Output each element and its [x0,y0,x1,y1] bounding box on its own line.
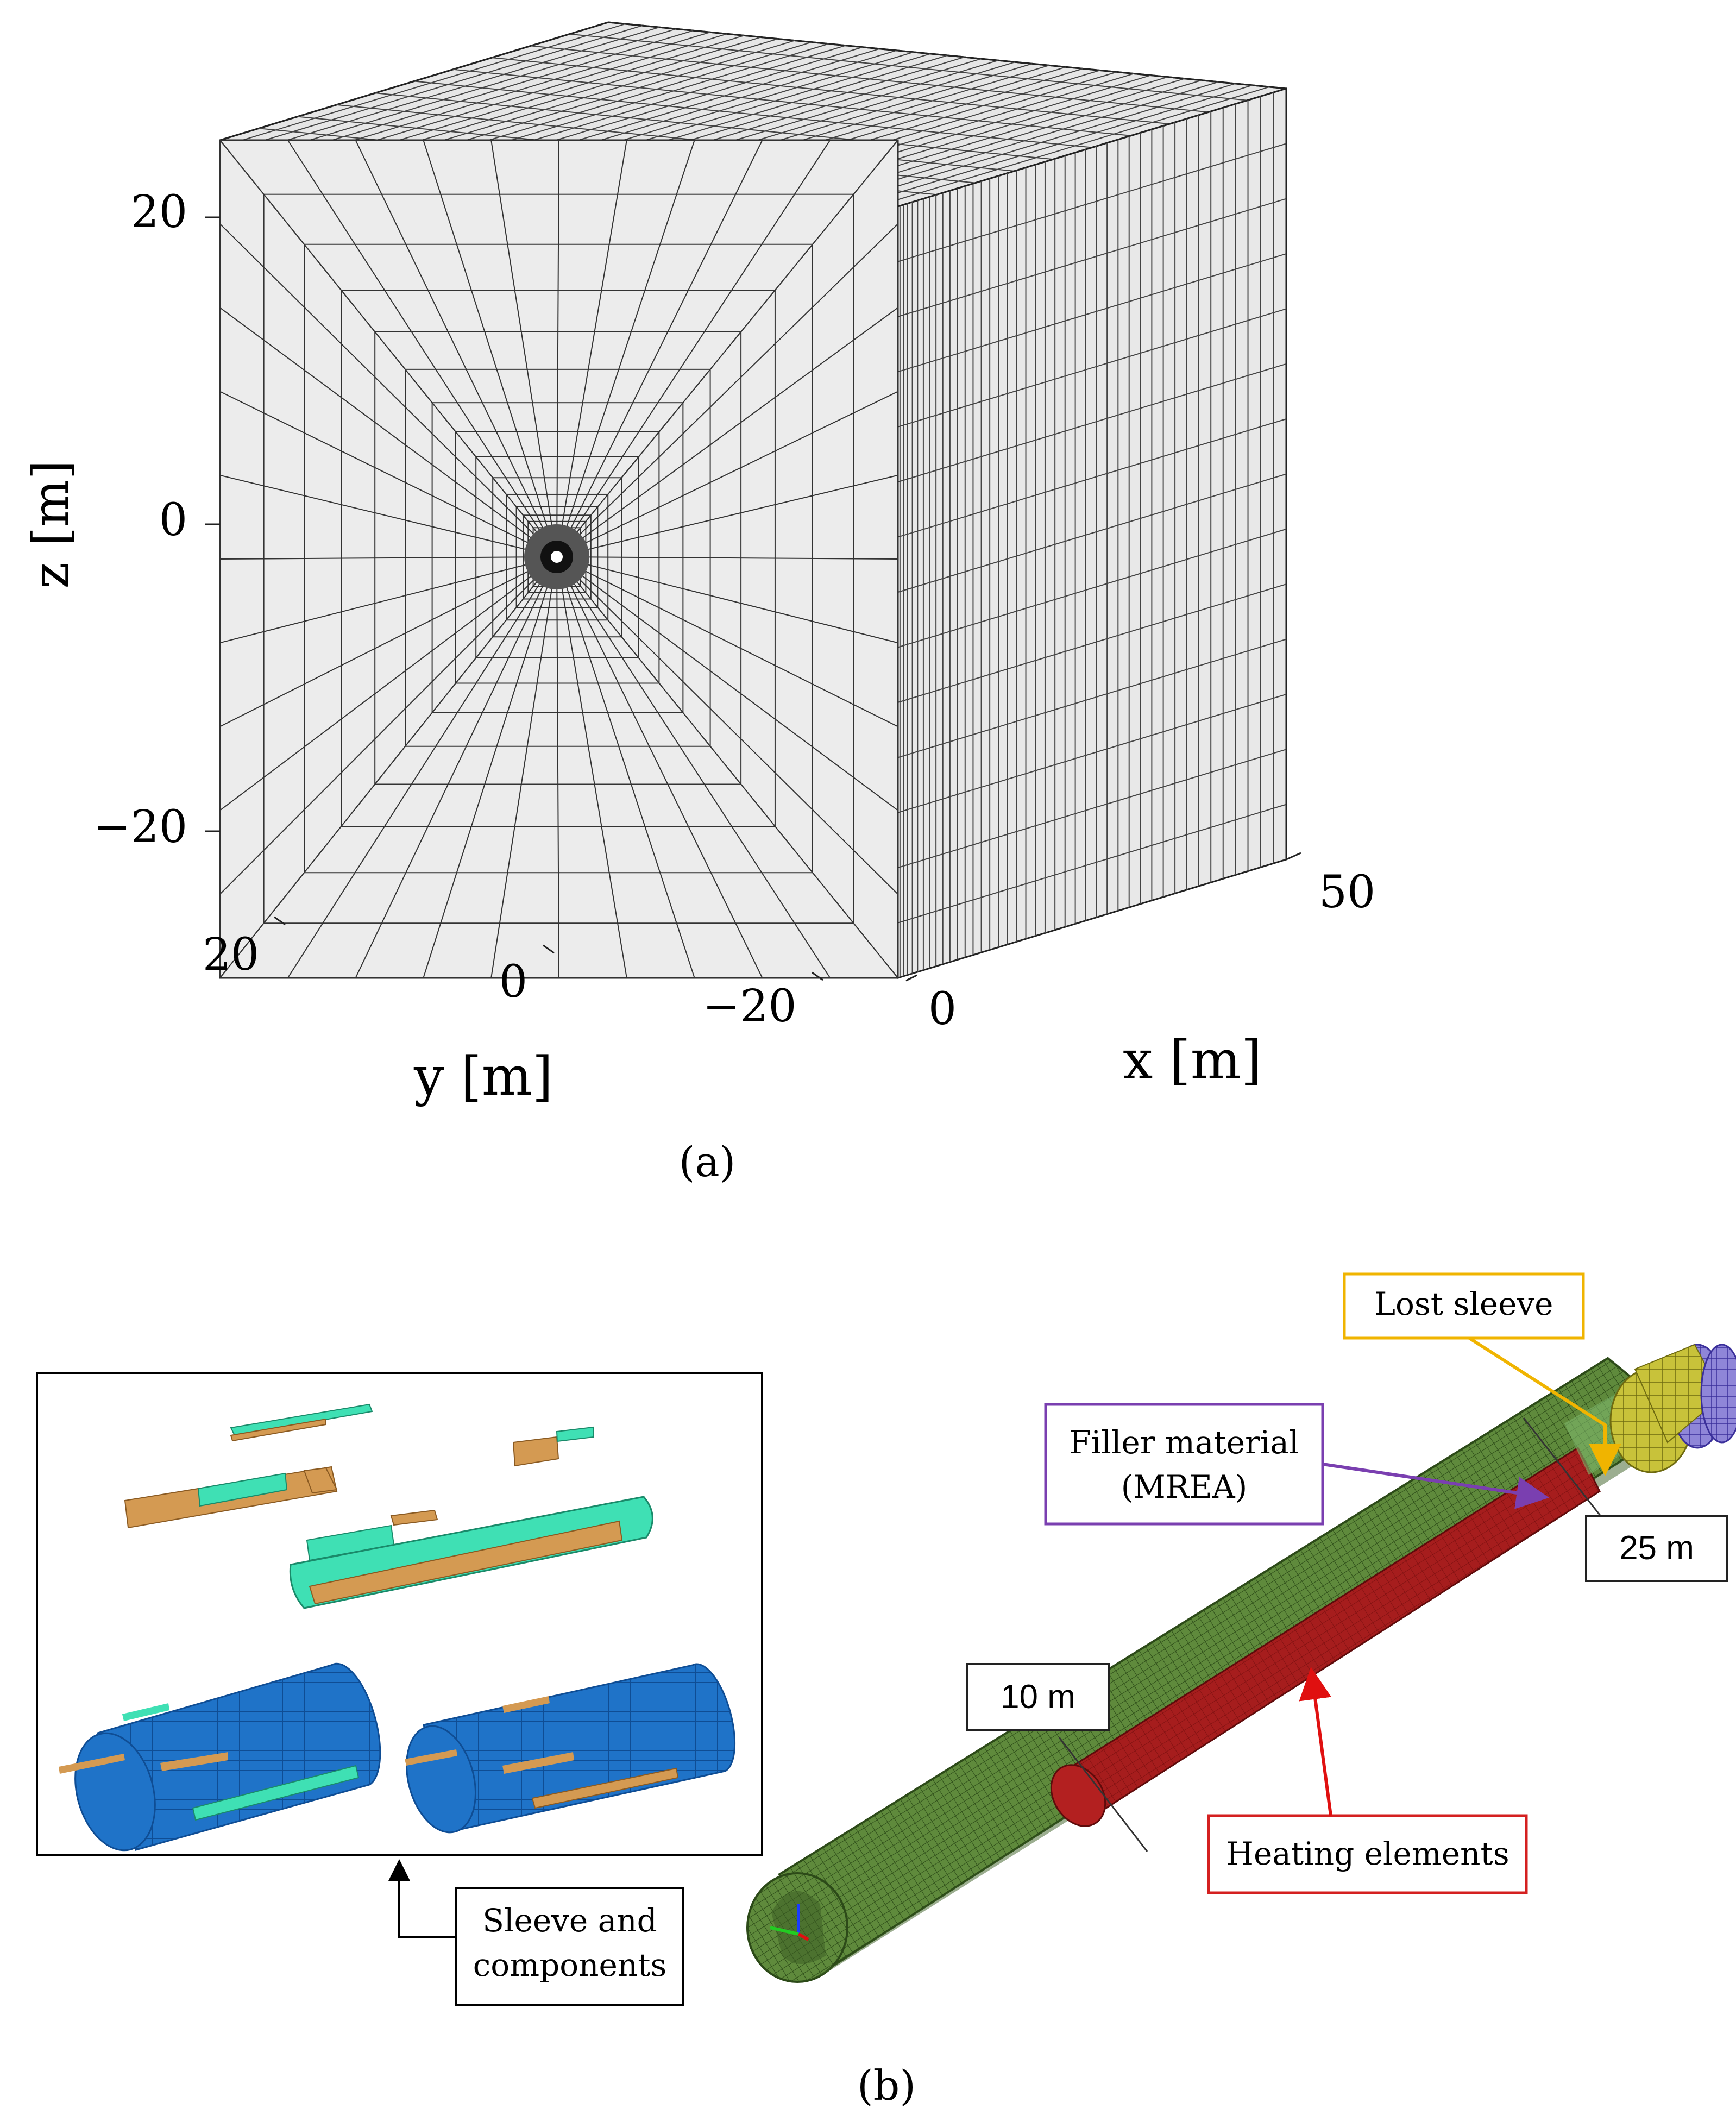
y-tick-0: 0 [499,956,527,1008]
y-axis-label: y [m] [413,1046,553,1108]
filler-material-arrow [1322,1463,1549,1509]
y-axis: 20 0 −20 y [m] [203,916,823,1108]
sleeve-components-label-line2: components [473,1947,667,1984]
x-tick-0: 0 [928,983,957,1035]
sleeve-components-arrow [388,1859,456,1938]
heating-elements-body [1050,1446,1601,1827]
x-tick-50: 50 [1319,867,1375,918]
heating-elements-arrow [1299,1667,1332,1816]
x-axis: 0 50 x [m] [905,852,1375,1091]
distance-10m-label: 10 m [1001,1678,1075,1716]
component-parts [59,1403,736,1852]
sleeve-cylinder-2 [405,1663,736,1834]
panel-b: Lost sleeve Filler material (MREA) 25 m … [36,1272,1736,2110]
distance-25m-label: 25 m [1619,1529,1694,1567]
filler-material-label-line1: Filler material [1070,1424,1299,1461]
heating-elements-box [1207,1814,1528,1894]
lost-sleeve-arrow [1468,1336,1621,1476]
panel-a-caption: (a) [679,1138,736,1186]
sleeve-components-box [455,1887,684,2006]
heating-elements-label: Heating elements [1226,1835,1509,1872]
panel-a: 20 0 −20 z [m] 20 0 −20 y [m] 0 50 x [m]… [22,21,1375,1186]
z-axis: 20 0 −20 z [m] [22,186,220,853]
lost-sleeve-box [1343,1272,1585,1340]
borehole-hole [551,551,563,563]
lost-sleeve-label: Lost sleeve [1375,1285,1553,1322]
y-tick-minus20: −20 [702,981,796,1032]
lost-sleeve-end [1609,1344,1736,1473]
distance-10m-box [966,1663,1110,1731]
panel-b-caption: (b) [857,2061,916,2110]
distance-25m-box [1585,1515,1728,1582]
y-tick-20: 20 [203,929,259,981]
borehole-model [746,1344,1736,1983]
filler-material-box [1044,1403,1324,1526]
axis-triad-icon [770,1904,809,1941]
sleeve-components-label-line1: Sleeve and [482,1902,657,1939]
filler-material-label-line2: (MREA) [1121,1468,1248,1505]
z-tick-minus20: −20 [93,801,187,853]
right-face-mesh [897,92,1287,977]
sleeve-cylinder-1 [59,1662,381,1852]
x-axis-label: x [m] [1123,1030,1262,1091]
z-tick-20: 20 [131,186,187,238]
z-axis-label: z [m] [22,460,80,589]
z-tick-0: 0 [159,494,187,546]
tick-25m-line [1523,1417,1614,1533]
front-face-mesh [219,140,898,978]
tick-10m-line [1058,1737,1148,1852]
